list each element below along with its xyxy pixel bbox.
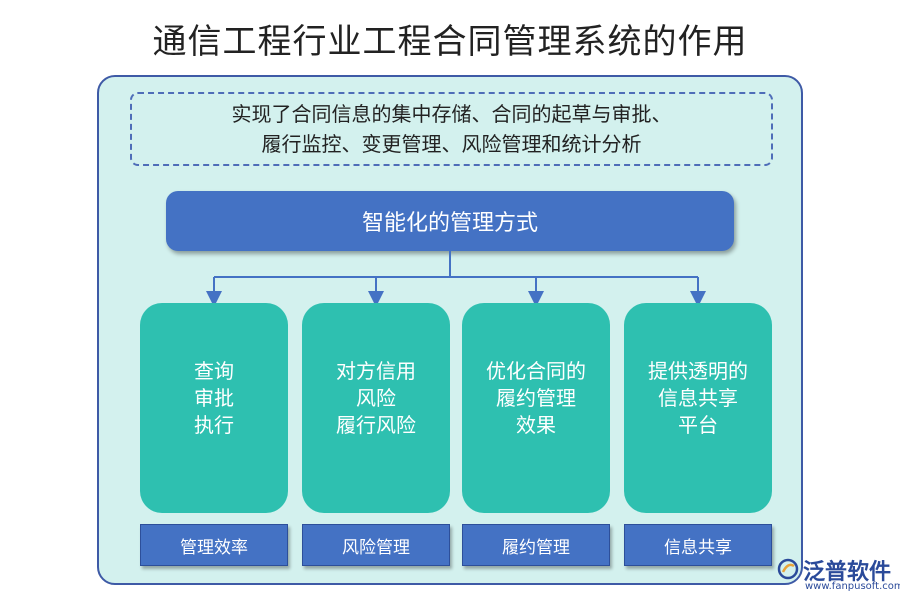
card-line: 对方信用 [336,358,416,383]
summary-line-1: 实现了合同信息的集中存储、合同的起草与审批、 [231,102,672,126]
card-line: 优化合同的 [486,358,586,383]
card-line: 效果 [516,412,556,437]
card-line: 履约管理 [496,385,576,410]
card-efficiency: 查询 审批 执行 [140,303,288,513]
card-line: 风险 [356,385,396,410]
logo-mark-icon [777,558,799,580]
card-line: 提供透明的 [648,358,748,383]
tag-sharing: 信息共享 [624,524,772,566]
card-line: 信息共享 [658,385,738,410]
tag-risk: 风险管理 [302,524,450,566]
card-line: 执行 [194,412,234,437]
card-line: 审批 [194,385,234,410]
management-mode-box: 智能化的管理方式 [166,191,734,251]
summary-box: 实现了合同信息的集中存储、合同的起草与审批、 履行监控、变更管理、风险管理和统计… [130,92,773,166]
card-line: 履行风险 [336,412,416,437]
card-performance: 优化合同的 履约管理 效果 [462,303,610,513]
tag-performance: 履约管理 [462,524,610,566]
card-line: 查询 [194,358,234,383]
card-line: 平台 [678,412,718,437]
summary-line-2: 履行监控、变更管理、风险管理和统计分析 [261,132,642,156]
logo-name: 泛普软件 [803,560,892,585]
page-title: 通信工程行业工程合同管理系统的作用 [152,22,748,62]
card-risk: 对方信用 风险 履行风险 [302,303,450,513]
brand-logo: 泛普软件 www.fanpusoft.com [775,552,900,596]
logo-url: www.fanpusoft.com [805,581,900,592]
management-mode-label: 智能化的管理方式 [361,211,538,236]
card-sharing: 提供透明的 信息共享 平台 [624,303,772,513]
tag-efficiency: 管理效率 [140,524,288,566]
